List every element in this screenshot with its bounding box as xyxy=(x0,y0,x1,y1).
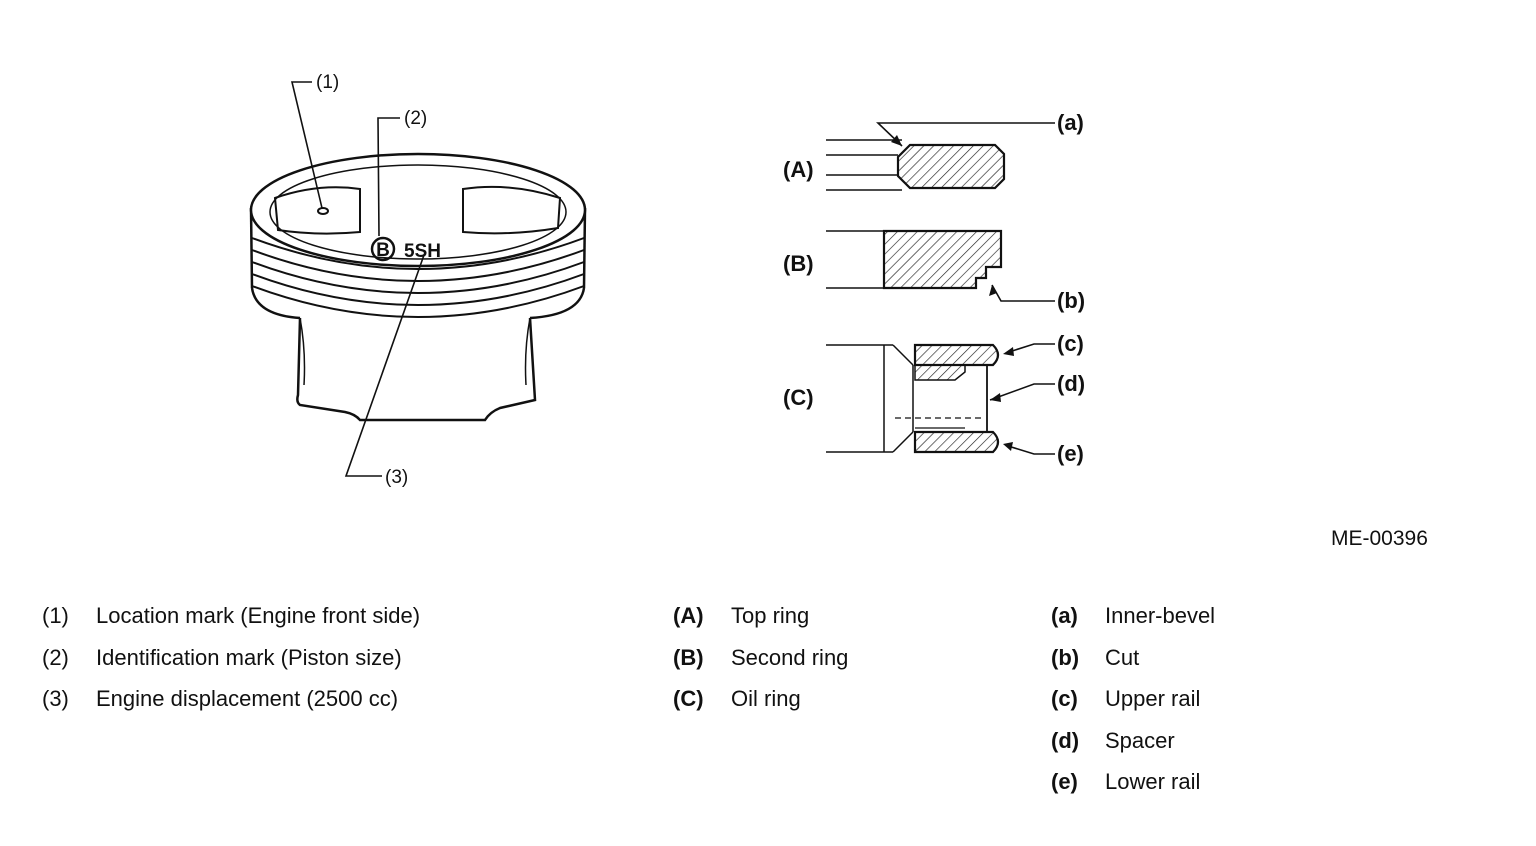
part-label-a: (a) xyxy=(1057,110,1084,135)
ring-label-C: (C) xyxy=(783,385,814,410)
piston-callout-1: (1) xyxy=(316,72,339,93)
legend-key: (d) xyxy=(1051,728,1080,753)
part-label-b: (b) xyxy=(1057,288,1085,313)
legend-text: Cut xyxy=(1105,645,1140,670)
second-ring-section xyxy=(826,229,1003,290)
piston-illustration xyxy=(249,152,587,422)
legend-key: (a) xyxy=(1051,603,1078,628)
legend-key: (A) xyxy=(673,603,704,628)
spacer-shape xyxy=(914,364,966,381)
ring-groove xyxy=(251,249,585,282)
legend-text: Location mark (Engine front side) xyxy=(96,603,421,628)
ring-groove xyxy=(251,261,585,294)
legend-key: (C) xyxy=(673,686,704,711)
legend-text: Top ring xyxy=(731,603,810,628)
ring-label-B: (B) xyxy=(783,251,814,276)
legend-key: (2) xyxy=(42,645,69,670)
ring-groove xyxy=(251,285,585,318)
lower-rail-shape xyxy=(913,430,1000,454)
legend-text: Inner-bevel xyxy=(1105,603,1216,628)
part-label-d: (d) xyxy=(1057,371,1085,396)
piston-skirt xyxy=(296,317,537,422)
part-label-c: (c) xyxy=(1057,331,1084,356)
piston-crown xyxy=(249,152,587,268)
displacement-code: 5SH xyxy=(404,241,441,262)
legend-text: Second ring xyxy=(731,645,849,670)
legend-text: Upper rail xyxy=(1105,686,1201,711)
identification-badge-letter: B xyxy=(376,240,390,261)
piston-callout-3: (3) xyxy=(385,467,408,488)
location-mark-dot xyxy=(317,207,329,215)
oil-ring-section xyxy=(826,343,1000,454)
ring-sections xyxy=(826,139,1006,454)
figure-id: ME-00396 xyxy=(1331,527,1428,550)
piston-leaders xyxy=(290,81,425,477)
legend-text: Identification mark (Piston size) xyxy=(96,645,402,670)
valve-relief xyxy=(273,186,361,235)
legend-text: Lower rail xyxy=(1105,769,1201,794)
piston-callout-2: (2) xyxy=(404,108,427,129)
legend-key: (B) xyxy=(673,645,704,670)
ring-label-A: (A) xyxy=(783,157,814,182)
legend-text: Engine displacement (2500 cc) xyxy=(96,686,399,711)
valve-relief xyxy=(462,185,562,235)
ring-groove xyxy=(251,237,585,270)
ring-leader-arrowheads xyxy=(891,135,1014,451)
top-ring-section xyxy=(826,139,1006,191)
identification-badge xyxy=(370,236,396,262)
legend-text: Oil ring xyxy=(731,686,801,711)
upper-rail-shape xyxy=(913,343,1000,367)
legend-text: Spacer xyxy=(1105,728,1175,753)
legend-key: (3) xyxy=(42,686,69,711)
legend-key: (c) xyxy=(1051,686,1078,711)
ring-groove xyxy=(251,273,585,306)
legend-key: (b) xyxy=(1051,645,1080,670)
part-label-e: (e) xyxy=(1057,441,1084,466)
legend-key: (e) xyxy=(1051,769,1078,794)
legend-key: (1) xyxy=(42,603,69,628)
